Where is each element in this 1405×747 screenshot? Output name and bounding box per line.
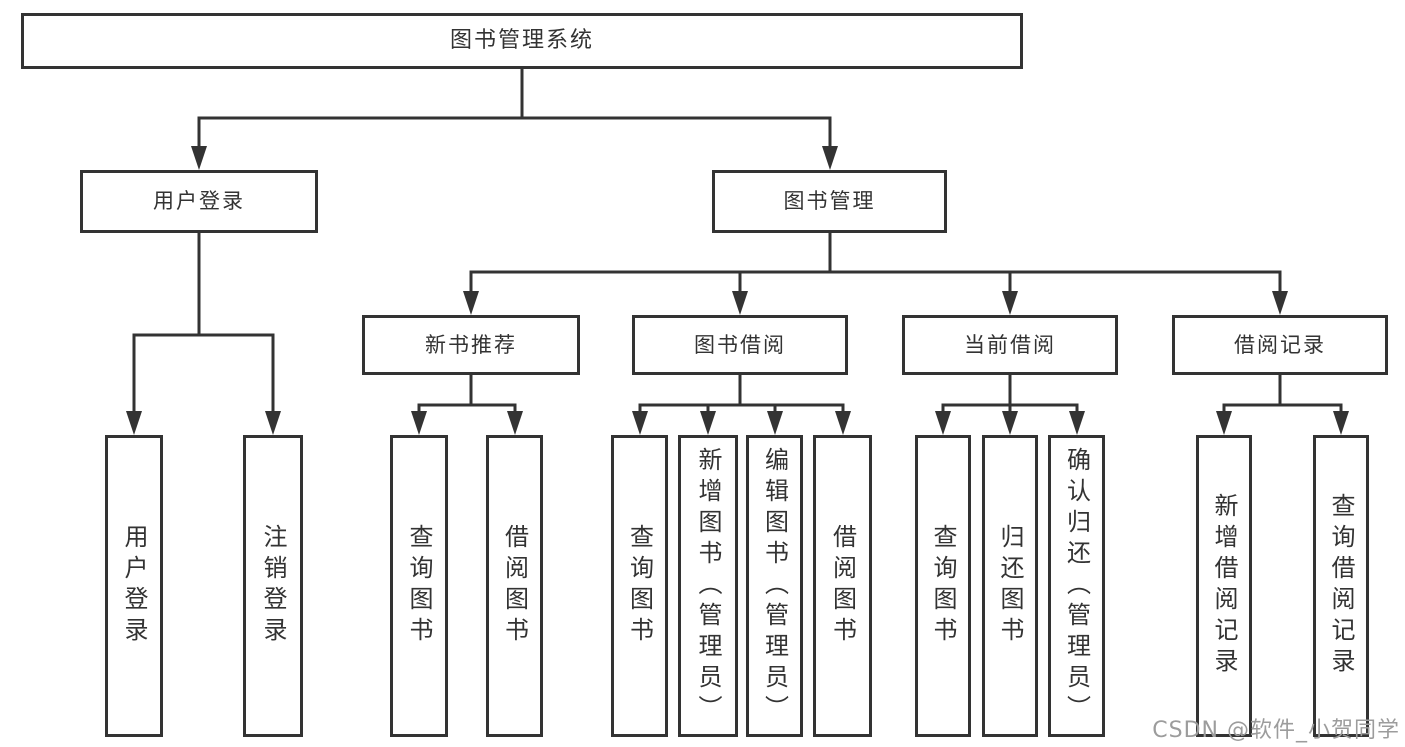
leaf-query-books-recommend: 查询图书: [390, 435, 448, 737]
node-library-system: 图书管理系统: [21, 13, 1023, 69]
leaf-borrow-books-recommend: 借阅图书: [486, 435, 543, 737]
leaf-confirm-return-admin-label: 确认归还（管理员）: [1062, 446, 1091, 726]
leaf-add-borrow-record: 新增借阅记录: [1196, 435, 1252, 737]
node-library-system-label: 图书管理系统: [449, 28, 594, 53]
leaf-borrow-books-borrowing: 借阅图书: [813, 435, 872, 737]
leaf-query-books-recommend-label: 查询图书: [405, 524, 433, 648]
leaf-query-books-current-label: 查询图书: [929, 524, 957, 648]
leaf-query-books-borrowing-label: 查询图书: [625, 524, 654, 648]
leaf-user-login-label: 用户登录: [120, 524, 148, 648]
leaf-borrow-books-recommend-label: 借阅图书: [500, 524, 529, 648]
leaf-confirm-return-admin: 确认归还（管理员）: [1048, 435, 1105, 737]
node-current-borrowing: 当前借阅: [902, 315, 1118, 375]
leaf-user-login: 用户登录: [105, 435, 163, 737]
leaf-query-books-borrowing: 查询图书: [611, 435, 668, 737]
leaf-logout: 注销登录: [243, 435, 303, 737]
leaf-return-books: 归还图书: [982, 435, 1038, 737]
leaf-logout-label: 注销登录: [259, 524, 287, 648]
node-book-management-label: 图书管理: [783, 189, 876, 213]
leaf-add-borrow-record-label: 新增借阅记录: [1210, 493, 1238, 679]
leaf-query-borrow-record-label: 查询借阅记录: [1327, 493, 1355, 679]
leaf-edit-books-admin-label: 编辑图书（管理员）: [760, 446, 789, 726]
leaf-query-books-current: 查询图书: [915, 435, 971, 737]
node-current-borrowing-label: 当前借阅: [964, 332, 1056, 357]
node-book-borrowing: 图书借阅: [632, 315, 848, 375]
node-user-login-label: 用户登录: [153, 189, 245, 213]
node-new-book-recommend: 新书推荐: [362, 315, 580, 375]
leaf-add-books-admin: 新增图书（管理员）: [678, 435, 738, 737]
leaf-borrow-books-borrowing-label: 借阅图书: [828, 524, 857, 648]
node-borrowing-records: 借阅记录: [1172, 315, 1388, 375]
leaf-query-borrow-record: 查询借阅记录: [1313, 435, 1369, 737]
leaf-edit-books-admin: 编辑图书（管理员）: [746, 435, 803, 737]
node-book-management: 图书管理: [712, 170, 947, 233]
node-new-book-recommend-label: 新书推荐: [425, 332, 517, 357]
node-borrowing-records-label: 借阅记录: [1234, 332, 1326, 357]
watermark: CSDN @软件_小贺同学: [1152, 718, 1400, 743]
leaf-return-books-label: 归还图书: [996, 524, 1024, 648]
node-book-borrowing-label: 图书借阅: [694, 332, 786, 357]
node-user-login: 用户登录: [80, 170, 318, 233]
leaf-add-books-admin-label: 新增图书（管理员）: [694, 446, 722, 726]
